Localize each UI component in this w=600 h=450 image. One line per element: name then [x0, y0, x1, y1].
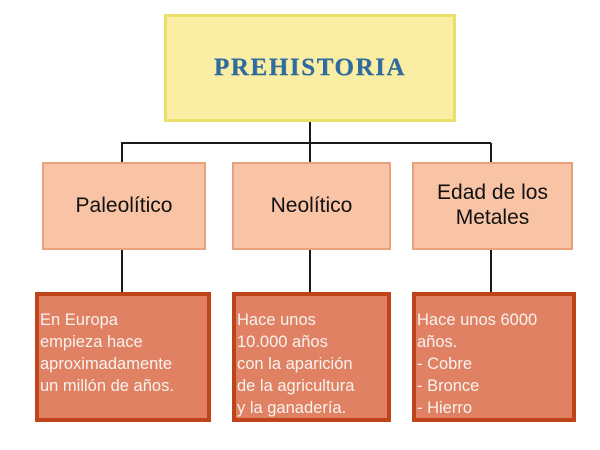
detail-neolitico: Hace unos 10.000 años con la aparición d… — [232, 292, 391, 422]
node-paleolitico-label: Paleolítico — [75, 193, 173, 217]
detail-edad-de-los-metales: Hace unos 6000 años. - Cobre - Bronce - … — [412, 292, 576, 422]
node-prehistoria-label: PREHISTORIA — [213, 54, 407, 81]
node-prehistoria: PREHISTORIA — [164, 14, 456, 122]
node-neolitico: Neolítico — [232, 162, 391, 250]
node-edad-de-los-metales: Edad de los Metales — [412, 162, 573, 250]
node-paleolitico: Paleolítico — [42, 162, 206, 250]
detail-paleolitico: En Europa empieza hace aproximadamente u… — [35, 292, 211, 422]
node-neolitico-label: Neolítico — [270, 193, 353, 217]
node-edad-de-los-metales-label: Edad de los Metales — [437, 181, 548, 229]
